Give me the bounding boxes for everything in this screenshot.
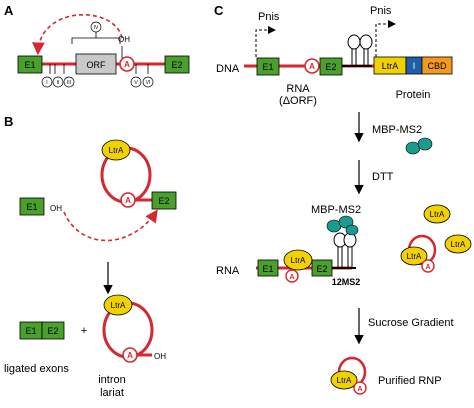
intein-label: I bbox=[413, 61, 416, 71]
dna-a-node bbox=[304, 58, 320, 74]
panel-b-label: B bbox=[4, 114, 13, 129]
intron-label-line2: lariat bbox=[100, 387, 124, 399]
rna-a-node bbox=[285, 269, 299, 283]
exon-e2-label-a: E2 bbox=[171, 60, 182, 70]
purified-rnp-label: Purified RNP bbox=[378, 375, 442, 387]
free-ltra-1-label: LtrA bbox=[430, 210, 445, 219]
dna-a-label: A bbox=[309, 62, 315, 71]
ligated-e2-box bbox=[41, 321, 65, 340]
bound-mbp-ms2-b bbox=[338, 215, 354, 229]
domain-v: V bbox=[134, 80, 138, 86]
splicing-arrow-a bbox=[32, 13, 123, 56]
exon-e1-box-a bbox=[17, 55, 43, 74]
exon-e1-label-b: E1 bbox=[26, 202, 37, 212]
cbd-box bbox=[421, 56, 453, 75]
domain-iv: IV bbox=[94, 25, 99, 31]
dna-ms2-hairpins bbox=[347, 34, 373, 66]
ligated-e2-label: E2 bbox=[47, 326, 58, 336]
free-rnp-ltra-label: LtrA bbox=[407, 252, 422, 261]
free-ltra-2 bbox=[444, 234, 472, 254]
purified-a-label: A bbox=[357, 386, 362, 393]
dna-e2-box bbox=[319, 57, 343, 76]
purified-a-node bbox=[353, 381, 367, 395]
branch-a-node-a bbox=[119, 56, 135, 72]
free-ltra-2-label: LtrA bbox=[451, 240, 466, 249]
orf-box bbox=[75, 53, 117, 75]
panel-a-label: A bbox=[4, 3, 14, 18]
free-rnp-ltra bbox=[400, 246, 428, 266]
exon-e1-box-b bbox=[19, 197, 45, 216]
free-rnp-a-label: A bbox=[425, 264, 430, 271]
panel-c-label: C bbox=[214, 3, 224, 18]
exon-e2-label-b: E2 bbox=[158, 196, 169, 206]
branch-a-label-lariat: A bbox=[127, 351, 133, 360]
domain-i: I bbox=[46, 80, 47, 86]
rna-complex-label: RNA bbox=[216, 265, 240, 277]
free-rnp-a-node bbox=[421, 259, 435, 273]
cbd-label: CBD bbox=[427, 61, 447, 71]
pnis-label-2: Pnis bbox=[370, 5, 392, 17]
domain-iv-bracket bbox=[71, 32, 121, 44]
exon-e2-box-b bbox=[151, 191, 177, 210]
oh-label-b: OH bbox=[50, 204, 62, 213]
purified-ltra-label: LtrA bbox=[337, 376, 352, 385]
oh-label-lariat: OH bbox=[154, 352, 166, 361]
ms2-12-label: 12MS2 bbox=[332, 277, 361, 287]
ltra-label-lariat: LtrA bbox=[111, 301, 126, 310]
domain-iii: III bbox=[67, 80, 71, 86]
bound-mbp-ms2-c bbox=[345, 224, 359, 236]
mbp-ms2-label-1: MBP-MS2 bbox=[372, 124, 422, 136]
rna-ms2-hairpins bbox=[333, 232, 357, 268]
pnis-label-1: Pnis bbox=[258, 11, 280, 23]
ltra-gene-label: LtrA bbox=[382, 61, 399, 71]
ligated-e1-label: E1 bbox=[25, 326, 36, 336]
domain-numerals: I II III IV V VI bbox=[41, 21, 154, 88]
dna-e1-label: E1 bbox=[262, 62, 273, 72]
exon-e1-label-a: E1 bbox=[24, 60, 35, 70]
intron-label-line1: intron bbox=[98, 374, 126, 386]
domain-ii: II bbox=[57, 80, 60, 86]
domain-vi: VI bbox=[146, 80, 151, 86]
branch-a-node-lariat bbox=[122, 347, 138, 363]
branch-a-node-b bbox=[120, 192, 136, 208]
promoter-arrow-2 bbox=[375, 20, 396, 57]
promoter-arrow-1 bbox=[255, 26, 276, 57]
rna-delta-orf-line2: (ΔORF) bbox=[279, 95, 317, 107]
dtt-label: DTT bbox=[372, 171, 394, 183]
exon-e2-box-a bbox=[164, 55, 190, 74]
oh-label-a: OH bbox=[118, 35, 130, 44]
protein-label: Protein bbox=[396, 89, 431, 101]
rna-ltra-label: LtrA bbox=[291, 256, 306, 265]
ltra-protein-b bbox=[101, 139, 131, 161]
ltra-protein-lariat bbox=[103, 294, 133, 316]
rna-delta-orf-line1: RNA bbox=[286, 83, 310, 95]
sucrose-gradient-label: Sucrose Gradient bbox=[368, 317, 454, 329]
ltra-label-b: LtrA bbox=[109, 146, 124, 155]
plus-sign: + bbox=[81, 325, 87, 337]
splicing-arrow-b bbox=[63, 209, 158, 242]
dna-e2-label: E2 bbox=[325, 62, 336, 72]
purified-ltra bbox=[330, 370, 358, 390]
rna-e1-label: E1 bbox=[262, 264, 273, 274]
rna-a-label: A bbox=[289, 274, 294, 281]
branch-a-label-a: A bbox=[124, 60, 130, 69]
free-ltra-1 bbox=[423, 204, 451, 224]
mbp-ms2-label-2: MBP-MS2 bbox=[311, 204, 361, 216]
rna-e2-label: E2 bbox=[316, 264, 327, 274]
branch-a-label-b: A bbox=[125, 196, 131, 205]
rna-e2-box bbox=[311, 259, 333, 277]
ligated-exons-label: ligated exons bbox=[4, 363, 69, 375]
orf-label: ORF bbox=[87, 60, 107, 70]
mbp-ms2-icon-b bbox=[417, 137, 433, 151]
dna-e1-box bbox=[256, 57, 280, 76]
dna-label: DNA bbox=[216, 63, 240, 75]
rna-e1-box bbox=[257, 259, 279, 277]
